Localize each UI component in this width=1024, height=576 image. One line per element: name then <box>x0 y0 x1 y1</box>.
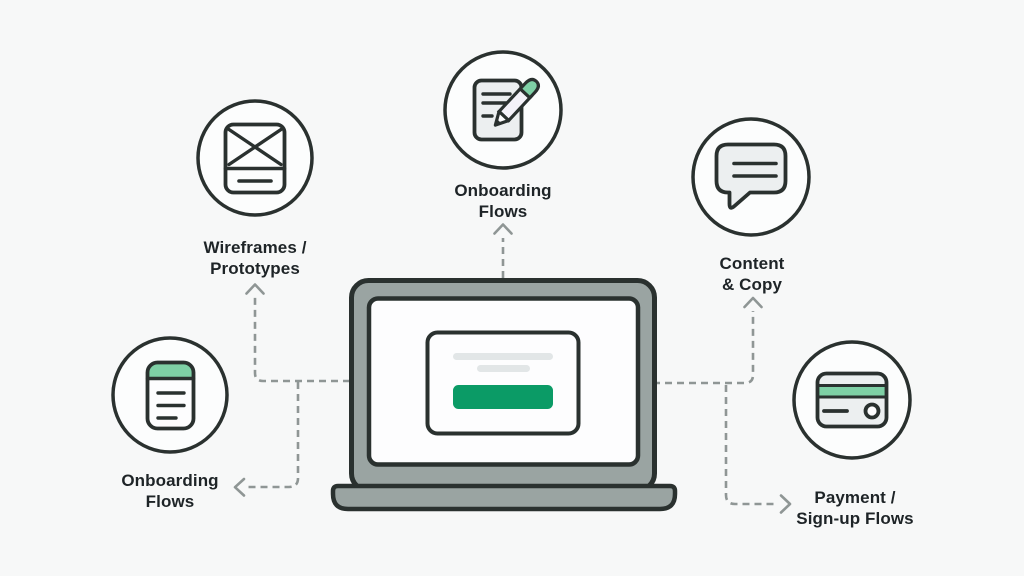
laptop-illustration <box>330 278 678 512</box>
label-line: Payment / <box>814 488 896 507</box>
node-circle <box>196 99 314 217</box>
label-line: Onboarding <box>454 181 552 200</box>
speech-bubble-icon <box>714 142 788 210</box>
arrow-up-icon <box>245 283 265 295</box>
arrow-up-icon <box>743 296 763 309</box>
connector-line <box>253 297 362 383</box>
label-line: Flows <box>478 202 528 221</box>
label-line: Wireframes / <box>203 238 307 257</box>
label-line: & Copy <box>721 275 783 294</box>
label-line: Prototypes <box>210 259 300 278</box>
connector-onboarding-top <box>493 223 513 278</box>
arrow-right-icon <box>779 494 792 514</box>
connector-content-copy <box>653 296 763 385</box>
label-onboarding-flows-top: Onboarding Flows <box>454 180 551 222</box>
label-line: Flows <box>145 492 195 511</box>
text-bar <box>453 353 553 360</box>
label-wireframes-prototypes: Wireframes / Prototypes <box>203 237 306 279</box>
label-payment-signup-flows: Payment / Sign-up Flows <box>796 487 913 529</box>
connector-line <box>248 382 300 489</box>
wireframe-icon <box>223 122 287 195</box>
label-line: Sign-up Flows <box>796 509 914 528</box>
connector-line <box>653 311 755 385</box>
label-onboarding-flows-left: Onboarding Flows <box>121 470 218 512</box>
connector-payment <box>724 385 792 514</box>
arrow-up-icon <box>493 223 513 235</box>
connector-line <box>724 385 778 506</box>
credit-card-icon <box>815 371 889 429</box>
node-content-copy <box>691 117 811 237</box>
cta-button <box>453 385 553 409</box>
laptop-base <box>330 483 678 512</box>
label-line: Content <box>719 254 785 273</box>
document-pencil-icon <box>472 77 540 142</box>
node-onboarding-flows-left <box>111 336 229 454</box>
node-wireframes-prototypes <box>196 99 314 217</box>
node-onboarding-flows-top <box>443 50 563 170</box>
screen-card <box>425 330 581 436</box>
label-line: Onboarding <box>121 471 219 490</box>
notepad-icon <box>145 360 196 431</box>
arrow-left-icon <box>233 477 246 497</box>
connector-wireframes <box>245 283 362 383</box>
connector-onboarding-left <box>233 382 300 497</box>
node-payment-signup-flows <box>792 340 912 460</box>
label-content-copy: Content & Copy <box>720 253 785 295</box>
text-bar <box>477 365 530 372</box>
